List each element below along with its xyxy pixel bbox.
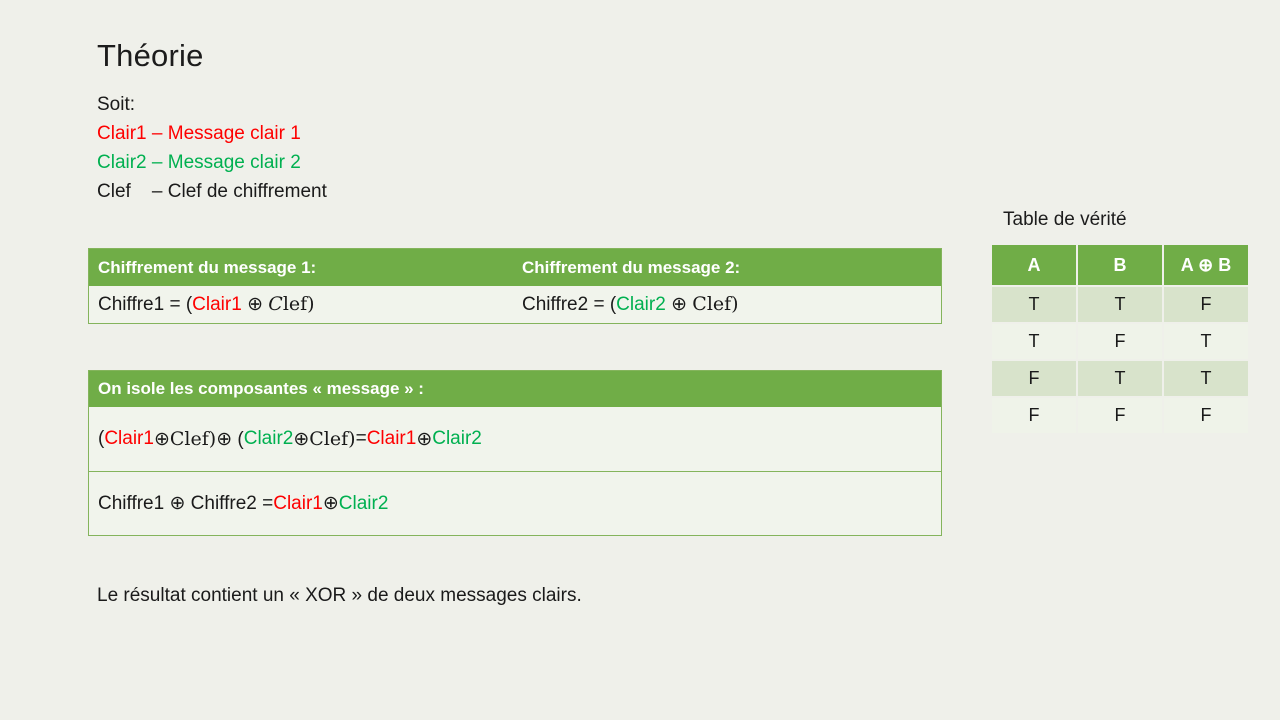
cipher-table-body-row: Chiffre1 = (Clair1 ⊕ Clef) Chiffre2 = (C… (89, 286, 941, 323)
formula-segment: ⊕ (416, 428, 433, 450)
formula-segment: Clair2 (616, 294, 666, 315)
truth-table-cell: T (1078, 287, 1162, 322)
truth-table-cell: F (992, 361, 1076, 396)
isolation-formula-2: Chiffre1 ⊕ Chiffre2 = Clair1 ⊕ Clair2 (89, 471, 941, 535)
formula-segment: ⊕ (665, 294, 693, 315)
isolation-formula-1: (Clair1 ⊕ Clef) ⊕ (Clair2 ⊕ Clef) = Clai… (89, 407, 941, 471)
definition-line: Clair2 – Message clair 2 (97, 152, 301, 173)
formula-segment: Clair1 (104, 428, 154, 449)
formula-segment: Clair1 (192, 294, 242, 315)
formula-segment: ⊕ (322, 493, 339, 514)
formula-segment: Clef) (692, 293, 739, 315)
formula-segment: = (355, 428, 367, 449)
truth-table-header-axorb: A ⊕ B (1164, 245, 1248, 285)
formula-segment: Clair2 (243, 428, 294, 449)
formula-segment: ⊕ (241, 294, 269, 315)
truth-table-cell: T (1164, 324, 1248, 359)
formula-segment: ⊕ (293, 428, 310, 450)
definition-line: Clef – Clef de chiffrement (97, 181, 327, 202)
formula-segment: Clair2 (432, 428, 482, 449)
cipher-table-header-2: Chiffrement du message 2: (522, 257, 741, 277)
formula-segment: Clef) (309, 428, 356, 450)
formula-segment: C (268, 293, 283, 315)
truth-table-header-b: B (1078, 245, 1162, 285)
truth-table-header-a: A (992, 245, 1076, 285)
cipher-table-header-1: Chiffrement du message 1: (98, 257, 317, 277)
cipher-formula-2: Chiffre2 = (Clair2 ⊕ Clef) (519, 293, 941, 316)
cipher-formula-1: Chiffre1 = (Clair1 ⊕ Clef) (89, 293, 519, 316)
formula-segment: Chiffre1 = ( (98, 294, 193, 315)
conclusion-text: Le résultat contient un « XOR » de deux … (97, 585, 582, 606)
formula-segment: Clair1 (273, 492, 323, 514)
formula-segment: ( (98, 428, 105, 449)
formula-segment: Chiffre2 = ( (522, 294, 617, 315)
isolation-table-header: On isole les composantes « message » : (89, 371, 941, 407)
truth-table-cell: F (1164, 398, 1248, 433)
formula-segment: ⊕ ( (216, 428, 244, 450)
cipher-table-header-row: Chiffrement du message 1: Chiffrement du… (89, 249, 941, 286)
definition-line: Soit: (97, 94, 136, 115)
formula-segment: Clair2 (338, 492, 389, 514)
truth-table-cell: T (992, 324, 1076, 359)
truth-table-cell: T (1078, 361, 1162, 396)
definition-line: Clair1 – Message clair 1 (97, 123, 301, 144)
cipher-table: Chiffrement du message 1: Chiffrement du… (88, 248, 942, 324)
formula-segment: lef) (282, 293, 315, 315)
truth-table-cell: F (1078, 324, 1162, 359)
truth-table-cell: T (992, 287, 1076, 322)
truth-table-header-row: A B A ⊕ B (992, 245, 1248, 285)
formula-segment: Chiffre1 ⊕ Chiffre2 = (98, 493, 274, 514)
truth-table-cell: F (992, 398, 1076, 433)
formula-segment: Clair1 (366, 428, 417, 449)
truth-table-cell: F (1164, 287, 1248, 322)
formula-segment: Clef) (169, 428, 217, 450)
definitions-block: Soit: Clair1 – Message clair 1 Clair2 – Me… (97, 90, 327, 206)
slide-title: Théorie (97, 38, 204, 73)
isolation-table: On isole les composantes « message » : (… (88, 370, 942, 536)
truth-table-title: Table de vérité (1003, 209, 1127, 230)
truth-table-cell: T (1164, 361, 1248, 396)
formula-segment: ⊕ (153, 428, 170, 450)
truth-table-cell: F (1078, 398, 1162, 433)
